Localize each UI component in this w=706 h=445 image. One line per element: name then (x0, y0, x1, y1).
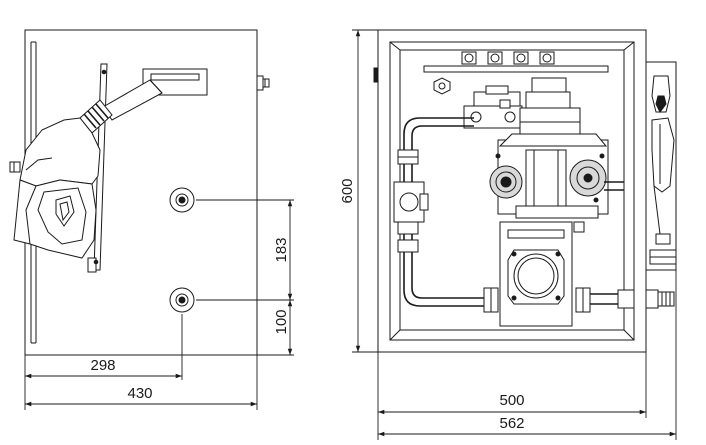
outlet-pipe (483, 287, 635, 313)
side-nozzle (645, 61, 677, 271)
dim-label-298: 298 (90, 357, 115, 374)
dim-label-183: 183 (273, 237, 290, 262)
meter-housing (499, 221, 585, 327)
pump-meter (489, 133, 609, 219)
mounting-hole-upper (169, 187, 195, 213)
dim-label-500: 500 (499, 392, 524, 409)
filter (393, 181, 429, 223)
dim-label-100: 100 (273, 309, 290, 334)
mounting-hole-lower (169, 287, 195, 313)
outlet-nipple (645, 289, 675, 309)
dim-label-600: 600 (339, 178, 356, 203)
front-view: 183 100 298 430 (9, 29, 294, 410)
gear-left (489, 165, 523, 199)
dim-label-430: 430 (127, 385, 152, 402)
gear-right (569, 159, 607, 197)
nozzle-spout (102, 79, 163, 121)
manifold-block (519, 77, 581, 137)
inlet-pipe (393, 117, 624, 307)
side-connector (256, 75, 270, 91)
top-fitting (461, 51, 555, 65)
hose-ribs (79, 99, 113, 134)
dim-label-562: 562 (499, 415, 524, 432)
nozzle-holster (142, 68, 208, 96)
top-rail (423, 51, 609, 73)
side-view: 600 500 562 (339, 29, 677, 440)
hex-nut (433, 77, 451, 95)
fuel-nozzle (9, 117, 101, 259)
solenoid-valve (463, 85, 523, 129)
